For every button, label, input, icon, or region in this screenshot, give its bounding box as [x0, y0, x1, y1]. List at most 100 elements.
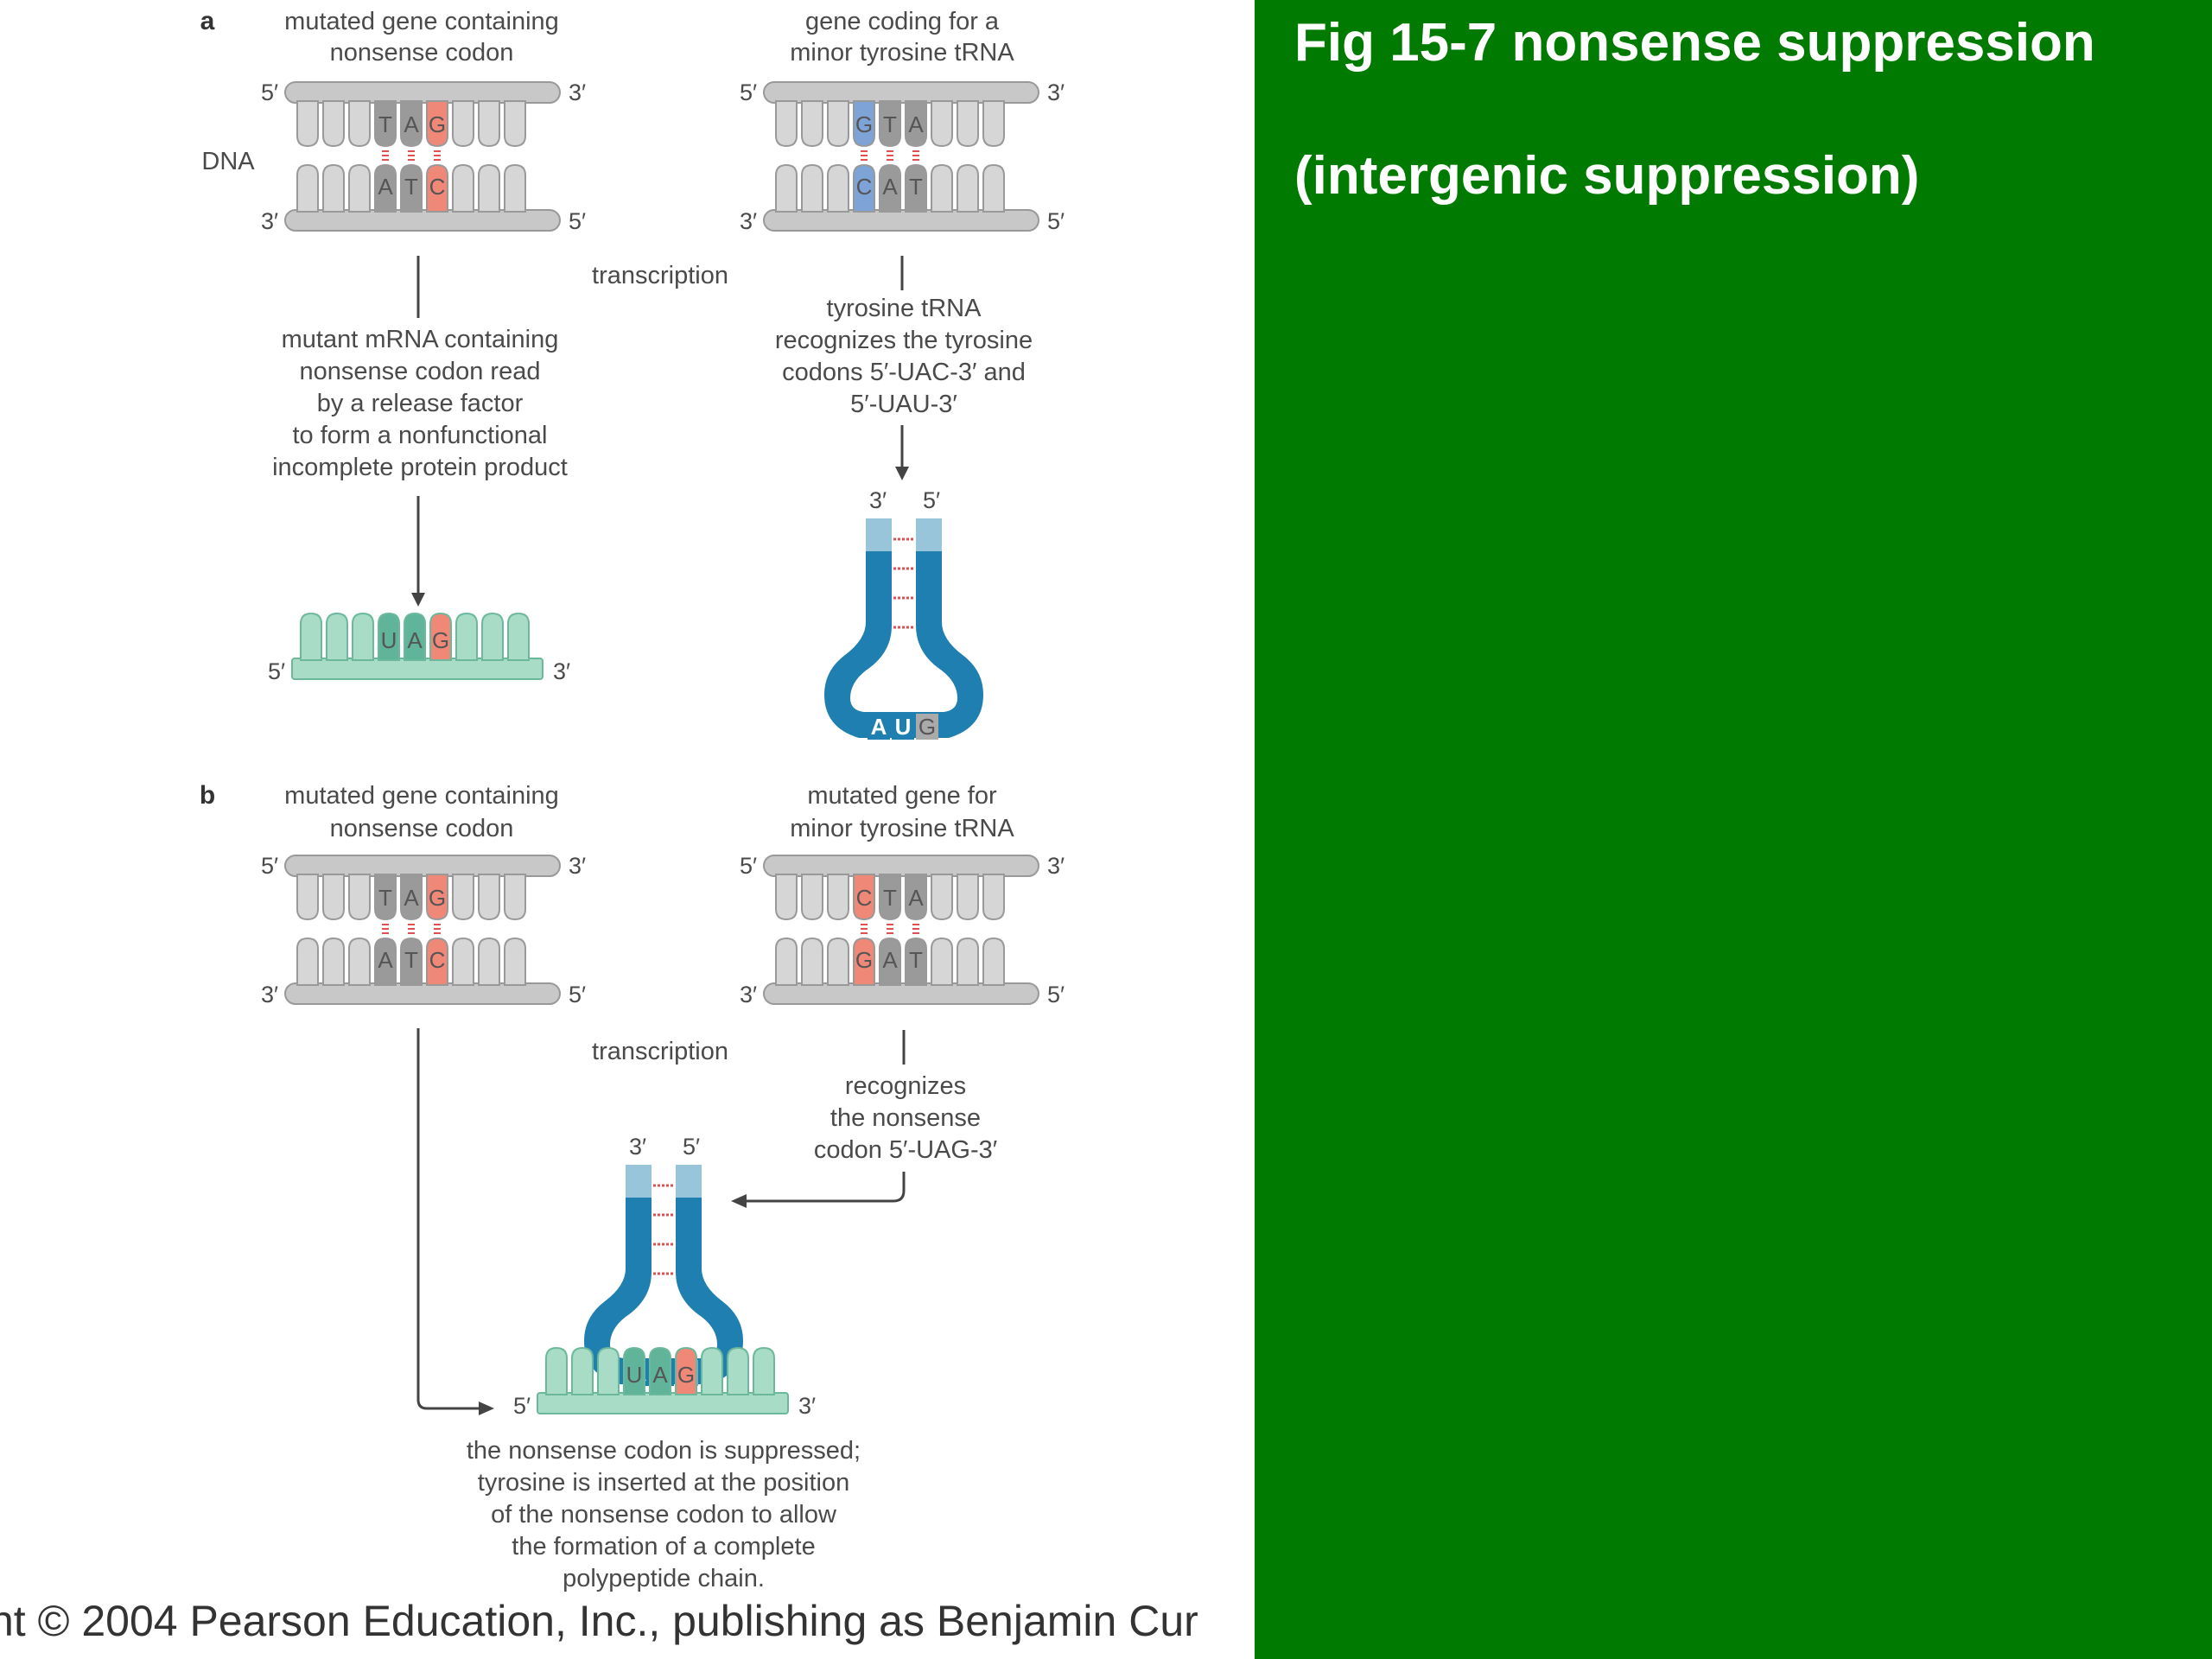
panel-b-right-dna-top-base-1 — [775, 874, 798, 921]
panel-b-right-caption-2: minor tyrosine tRNA — [790, 815, 1014, 842]
panel-b-left-dna-bottom-base-2 — [322, 937, 345, 986]
panel-a-mrna-letter-3: G — [432, 627, 449, 653]
panel-b-left-dna-top-letter-1: T — [378, 885, 392, 911]
panel-b-left-dna-bottom-base-9 — [504, 937, 526, 986]
panel-b-right-dna-bottom-base-9 — [982, 937, 1005, 986]
panel-a-left-dna-top-base-2 — [322, 100, 345, 148]
panel-b-left-dna-top-5-end: 5′ — [261, 853, 278, 879]
panel-a-right-caption-1: gene coding for a — [805, 8, 1000, 35]
panel-b-mrna-base-9 — [753, 1346, 775, 1395]
panel-a-right-dna-bottom-base-1 — [775, 163, 798, 213]
panel-a-left-dna-bottom-base-7 — [452, 163, 474, 213]
copyright-text: ht © 2004 Pearson Education, Inc., publi… — [0, 1597, 1198, 1645]
panel-b-right-dna-top-letter-1: C — [856, 885, 873, 911]
panel-a-left-dna-top-base-8 — [478, 100, 500, 148]
panel-a-left-note-line-4: to form a nonfunctional — [292, 422, 547, 449]
panel-b-right-dna-bottom-base-1 — [775, 937, 798, 986]
panel-a-left-dna-top-base-1 — [296, 100, 319, 148]
panel-a-left-dna-top-base-9 — [504, 100, 526, 148]
panel-a-left-dna-bottom-letter-1: A — [378, 174, 393, 200]
panel-b-left-arrow-shaft — [416, 1028, 480, 1410]
panel-a-mrna-base-2 — [326, 612, 348, 661]
panel-b-right-dna-top-3-end: 3′ — [1047, 853, 1065, 879]
panel-a-left-arrow-head — [411, 593, 425, 607]
panel-b-right-dna-top-5-end: 5′ — [740, 853, 757, 879]
panel-b-mrna-base-6 — [675, 1346, 697, 1395]
panel-a-trna-anticodon-box-3 — [916, 714, 938, 740]
panel-b-mrna-letter-3: G — [677, 1362, 695, 1388]
panel-b-mrna-base-3 — [597, 1346, 620, 1395]
panel-a-mrna-letter-1: U — [381, 627, 397, 653]
panel-a-right-dna-bottom-5-end: 5′ — [1047, 208, 1065, 234]
panel-a-mrna-base-7 — [455, 612, 478, 661]
panel-b-mrna-base-7 — [701, 1346, 723, 1395]
panel-a-left-dna-bottom-base-3 — [348, 163, 371, 213]
panel-b-left-dna-bottom-5-end: 5′ — [569, 982, 586, 1007]
panel-a-left-note-line-2: nonsense codon read — [300, 358, 541, 385]
panel-a-left-dna-top-base-3 — [348, 100, 371, 148]
panel-b-right-dna-bottom-letter-3: T — [909, 947, 923, 973]
panel-b-right-dna-bottom-base-3 — [827, 937, 849, 986]
panel-a-left-dna-bottom-base-6 — [426, 163, 448, 213]
panel-b-right-dna-bottom-base-6 — [905, 937, 927, 986]
panel-a-right-dna-top-base-7 — [931, 100, 953, 148]
panel-b-left-dna-top-base-1 — [296, 874, 319, 921]
panel-b-mrna-letter-2: A — [652, 1362, 668, 1388]
slide-title-line-2: (intergenic suppression) — [1294, 146, 1920, 206]
panel-b-right-dna-top-letter-2: T — [883, 885, 897, 911]
panel-b-left-dna-top-base-8 — [478, 874, 500, 921]
panel-b-left-dna-top-base-4 — [374, 874, 397, 921]
panel-b-left-dna-bottom-base-3 — [348, 937, 371, 986]
panel-a-left-dna-bottom-base-8 — [478, 163, 500, 213]
panel-b-right-dna-top-base-8 — [957, 874, 979, 921]
panel-b-left-dna-bottom-strand — [284, 982, 561, 1005]
panel-b-left-dna-bottom-base-1 — [296, 937, 319, 986]
panel-b-mrna-base-1 — [545, 1346, 568, 1395]
panel-a-left-dna-bottom-base-9 — [504, 163, 526, 213]
panel-a-mrna-base-9 — [507, 612, 530, 661]
panel-b-mrna-base-5 — [649, 1346, 671, 1395]
panel-a-left-dna-bottom-5-end: 5′ — [569, 208, 586, 234]
panel-a-mrna-3-end: 3′ — [553, 658, 570, 684]
panel-b-left-dna-bottom-base-4 — [374, 937, 397, 986]
panel-a-right-dna-bottom-base-3 — [827, 163, 849, 213]
panel-a-right-dna-top-base-6 — [905, 100, 927, 148]
panel-a-mrna-base-4 — [378, 612, 400, 661]
panel-b-right-dna-top-strand — [763, 855, 1039, 877]
panel-a-right-dna-top-strand — [763, 81, 1039, 104]
panel-b-left-dna-top-base-5 — [400, 874, 423, 921]
panel-a-trna-anticodon-3: G — [918, 714, 936, 740]
panel-b-note-arrow-head — [731, 1194, 747, 1208]
panel-a-right-dna-top-5-end: 5′ — [740, 79, 757, 105]
panel-a-right-dna-top-letter-1: G — [855, 111, 873, 137]
panel-a-left-dna-bottom-base-4 — [374, 163, 397, 213]
panel-a-right-dna-top-letter-3: A — [908, 111, 924, 137]
panel-b-right-note-line-2: the nonsense — [830, 1104, 981, 1132]
panel-b-left-dna-top-letter-2: A — [404, 885, 419, 911]
panel-b-left-dna-top-letter-3: G — [429, 885, 446, 911]
panel-a-right-dna-top-3-end: 3′ — [1047, 79, 1065, 105]
panel-a-right-dna-top-base-8 — [957, 100, 979, 148]
panel-b-left-dna-top-3-end: 3′ — [569, 853, 586, 879]
panel-a-right-dna-top-base-3 — [827, 100, 849, 148]
panel-b-right-dna-top-base-4 — [853, 874, 875, 921]
panel-b-right-dna-top-letter-3: A — [908, 885, 924, 911]
panel-b-right-dna-top-base-2 — [801, 874, 823, 921]
panel-a-left-dna-top-base-7 — [452, 100, 474, 148]
panel-a-left-note-line-5: incomplete protein product — [272, 454, 568, 481]
panel-a-left-dna-top-3-end: 3′ — [569, 79, 586, 105]
panel-b-mrna-5-end: 5′ — [513, 1393, 531, 1419]
panel-a-mrna-5-end: 5′ — [268, 658, 285, 684]
panel-b-left-dna-top-base-3 — [348, 874, 371, 921]
panel-a-mrna-backbone — [291, 658, 543, 680]
panel-a-right-dna-bottom-letter-2: A — [882, 174, 898, 200]
panel-b-right-dna-top-base-9 — [982, 874, 1005, 921]
panel-a-right-dna-top-letter-2: T — [883, 111, 897, 137]
panel-a-right-dna-bottom-strand — [763, 209, 1039, 232]
panel-a-right-caption-2: minor tyrosine tRNA — [790, 39, 1014, 67]
panel-b-left-dna-top-base-7 — [452, 874, 474, 921]
panel-a-left-dna-top-5-end: 5′ — [261, 79, 278, 105]
panel-a-left-dna-bottom-3-end: 3′ — [261, 208, 278, 234]
panel-a-left-dna-bottom-letter-3: C — [429, 174, 446, 200]
